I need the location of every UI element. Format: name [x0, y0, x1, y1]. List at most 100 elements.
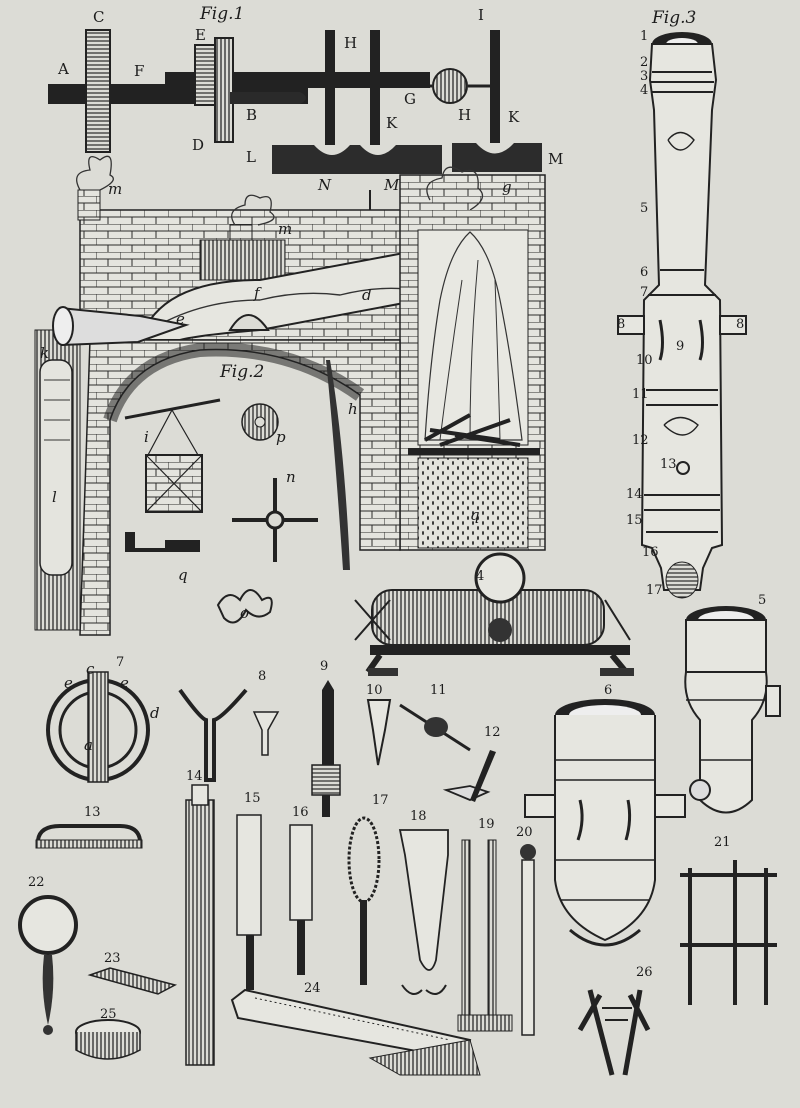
- fig1-label-m2: M: [384, 176, 400, 194]
- fig1-spindle-2: [370, 30, 380, 145]
- fig3-cannon: [617, 32, 747, 599]
- hook-q: [125, 532, 200, 552]
- fig2-furnace: [34, 155, 546, 636]
- fig1-label-h1: H: [344, 34, 358, 52]
- fig3-num-10: 10: [636, 353, 653, 368]
- fig3-num-17: 17: [646, 583, 663, 598]
- tool-label-18: 18: [410, 809, 427, 824]
- tool5-mortar: [684, 606, 781, 814]
- fig7-label-d: d: [150, 704, 160, 722]
- fig7-label-a: a: [84, 736, 93, 754]
- fig1-label-a: A: [58, 60, 69, 78]
- grate: [408, 448, 540, 455]
- fig2-label-o: o: [240, 604, 250, 622]
- fig2-label-k: k: [40, 344, 50, 362]
- spiral-o: [216, 589, 273, 624]
- fig1-label-b: B: [246, 106, 258, 124]
- fig1-spindle-1: [325, 30, 335, 145]
- tool-label-14: 14: [186, 769, 203, 784]
- fig1-boring-mechanism: [48, 29, 542, 222]
- fig1-gear-c: [85, 29, 111, 153]
- fig1-beam-l: [272, 145, 442, 174]
- smoke-right: [426, 166, 484, 211]
- fig1-label-h2: H: [458, 106, 472, 124]
- fig1-title: Fig.1: [200, 4, 245, 24]
- flames: [424, 231, 523, 441]
- tool-label-13: 13: [84, 805, 101, 820]
- fig1-spindle-3: [490, 30, 500, 150]
- tool8-fork: [178, 688, 280, 782]
- tool-label-4: 4: [476, 569, 485, 584]
- chimney-left: [77, 189, 101, 221]
- fig1-label-g-small: g: [502, 178, 512, 196]
- fig1-beam-m: [452, 143, 542, 172]
- fig1-gear-d: [214, 37, 234, 143]
- fig2-label-d: d: [362, 286, 372, 304]
- tools-9-12: [311, 680, 496, 817]
- fig2-title: Fig.2: [220, 362, 265, 382]
- fig1-label-g: G: [404, 90, 416, 108]
- fig2-label-q2: q: [178, 566, 188, 584]
- fig2-label-f: f: [254, 284, 260, 302]
- tool-label-11: 11: [430, 683, 447, 698]
- fig3-num-3: 3: [640, 69, 649, 84]
- tool-label-16: 16: [292, 805, 309, 820]
- tool-label-22: 22: [28, 875, 45, 890]
- tools-13-21: [35, 784, 777, 1066]
- furnace-dark-block: [199, 239, 286, 281]
- fig7-label-e-left: e: [64, 674, 73, 692]
- fig1-arm-b: [230, 92, 306, 104]
- ash-pit: [417, 457, 529, 549]
- fig2-label-i: i: [144, 428, 149, 446]
- fig2-label-q1: q: [470, 506, 480, 524]
- fig2-label-e: e: [176, 310, 185, 328]
- fig3-num-2: 2: [640, 55, 649, 70]
- tool-label-25: 25: [100, 1007, 117, 1022]
- fig3-num-9: 9: [676, 339, 685, 354]
- fig2-label-n: n: [286, 468, 296, 486]
- fig1-label-k1: K: [386, 114, 398, 132]
- fig2-label-p: p: [276, 428, 286, 446]
- fig3-num-5: 5: [640, 201, 649, 216]
- fig1-wheel-g: [432, 68, 468, 104]
- fig7-label-e-right: e: [120, 674, 129, 692]
- fig3-num-7: 7: [640, 285, 649, 300]
- tool-label-19: 19: [478, 817, 495, 832]
- smoke-left: [76, 155, 114, 191]
- fig1-label-c: C: [93, 8, 105, 26]
- fig7-label-c: c: [86, 660, 95, 678]
- tool6-cannon-section: [524, 699, 686, 947]
- fig2-label-l: l: [52, 488, 57, 506]
- fig1-label-d: D: [192, 136, 205, 154]
- fig3-num-1: 1: [640, 29, 649, 44]
- fig3-num-8-right: 8: [736, 317, 745, 332]
- fig3-num-12: 12: [632, 433, 649, 448]
- fig1-label-i: I: [478, 6, 484, 24]
- tools-22-26: [18, 895, 651, 1076]
- tool-label-6: 6: [604, 683, 613, 698]
- fig3-num-15: 15: [626, 513, 643, 528]
- tool-label-10: 10: [366, 683, 383, 698]
- fig1-label-n: N: [318, 176, 332, 194]
- tool-label-26: 26: [636, 965, 653, 980]
- mould-cannon: [39, 359, 73, 576]
- fig1-label-m1: M: [548, 150, 564, 168]
- fig3-num-16: 16: [642, 545, 659, 560]
- tool-label-24: 24: [304, 981, 321, 996]
- fig3-num-11: 11: [632, 387, 649, 402]
- fig2-label-h: h: [348, 400, 358, 418]
- fig2-label-m1: m: [108, 180, 123, 198]
- fig1-label-l: L: [246, 148, 256, 166]
- firewood: [424, 413, 521, 447]
- fig3-num-8-left: 8: [617, 317, 626, 332]
- fig2-label-m2: m: [278, 220, 293, 238]
- tool-label-9: 9: [320, 659, 329, 674]
- tool-label-23: 23: [104, 951, 121, 966]
- tool-label-8: 8: [258, 669, 267, 684]
- fig3-num-14: 14: [626, 487, 643, 502]
- fig3-title: Fig.3: [652, 8, 697, 28]
- fig3-num-13: 13: [660, 457, 677, 472]
- tool-label-7: 7: [116, 655, 125, 670]
- fig3-num-6: 6: [640, 265, 649, 280]
- tool-label-5: 5: [758, 593, 767, 608]
